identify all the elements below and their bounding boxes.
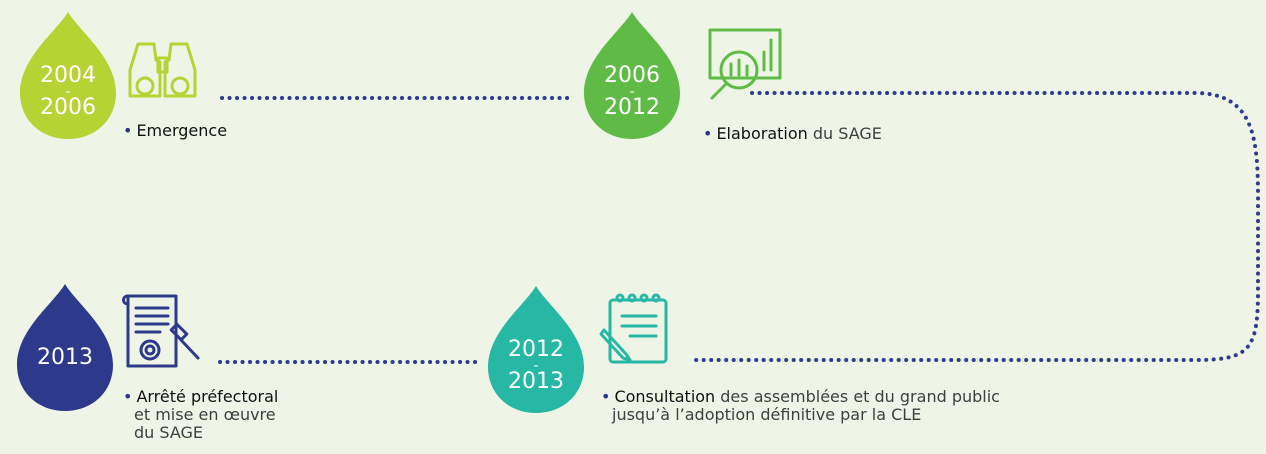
step-emergence-text: •Emergence (123, 122, 227, 140)
year-end: 2012 (604, 95, 660, 120)
timeline-connectors (218, 91, 1260, 364)
year-separator: - (533, 358, 539, 374)
step-detail-line: et mise en œuvre (134, 405, 276, 424)
step-detail-line: du SAGE (134, 423, 204, 442)
year-label-2012-2013: 2012 - 2013 (481, 339, 591, 393)
drop-2012-2013 (488, 286, 584, 413)
chart-magnifier-icon (708, 28, 782, 100)
year-start: 2013 (37, 345, 93, 370)
step-detail: des assemblées et du grand public (715, 387, 1000, 406)
year-start: 2006 (604, 63, 660, 88)
step-detail-line: jusqu’à l’adoption définitive par la CLE (612, 405, 922, 424)
step-title: Emergence (136, 121, 228, 140)
bullet: • (123, 387, 133, 406)
step-detail: du SAGE (807, 124, 882, 143)
drop-2004-2006 (20, 12, 116, 139)
step-title: Consultation (614, 387, 716, 406)
connector-2 (688, 91, 1260, 362)
drop-2006-2012 (584, 12, 680, 139)
decree-gavel-icon (122, 294, 200, 368)
year-end: 2013 (508, 369, 564, 394)
year-label-2004-2006: 2004 - 2006 (13, 65, 123, 119)
drop-2013 (17, 284, 113, 411)
notepad-pencil-icon (599, 293, 668, 364)
step-consultation-text: •Consultation des assemblées et du grand… (601, 388, 1000, 424)
step-title: Arrêté préfectoral (136, 387, 279, 406)
bullet: • (601, 387, 611, 406)
step-arrete-text: •Arrêté préfectoral et mise en œuvre du … (123, 388, 278, 442)
year-start: 2012 (508, 337, 564, 362)
step-title: Elaboration (716, 124, 808, 143)
binoculars-icon (128, 42, 197, 98)
year-end: 2006 (40, 95, 96, 120)
year-label-2006-2012: 2006 - 2012 (577, 65, 687, 119)
year-start: 2004 (40, 63, 96, 88)
year-separator: - (65, 84, 71, 100)
year-separator: - (629, 84, 635, 100)
bullet: • (703, 124, 713, 143)
step-elaboration-text: •Elaboration du SAGE (703, 125, 882, 143)
year-label-2013: 2013 (10, 347, 120, 369)
bullet: • (123, 121, 133, 140)
